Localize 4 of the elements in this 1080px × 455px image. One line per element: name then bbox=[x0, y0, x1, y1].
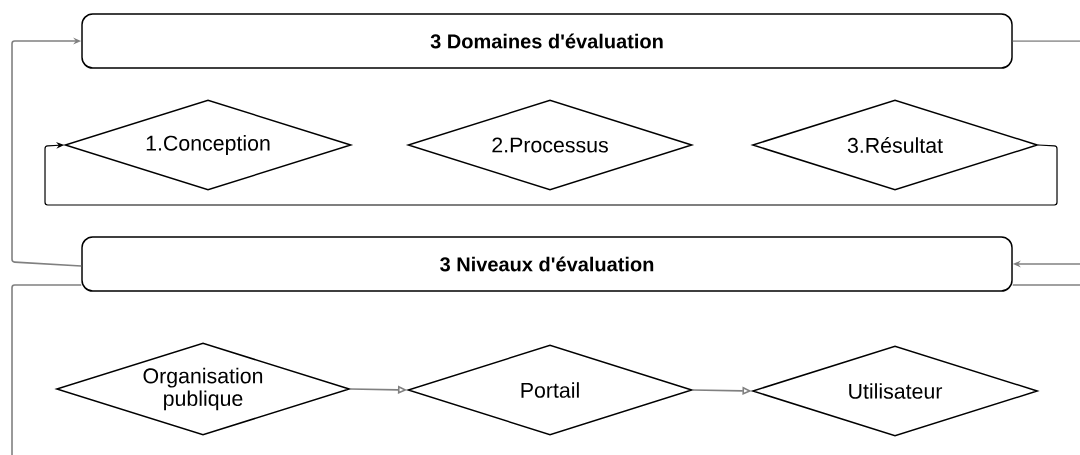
arrow bbox=[44, 142, 1058, 206]
arrow bbox=[11, 37, 83, 267]
heading-band: 3 Niveaux d'évaluation bbox=[81, 236, 1013, 292]
heading-band: 3 Domaines d'évaluation bbox=[81, 13, 1013, 69]
